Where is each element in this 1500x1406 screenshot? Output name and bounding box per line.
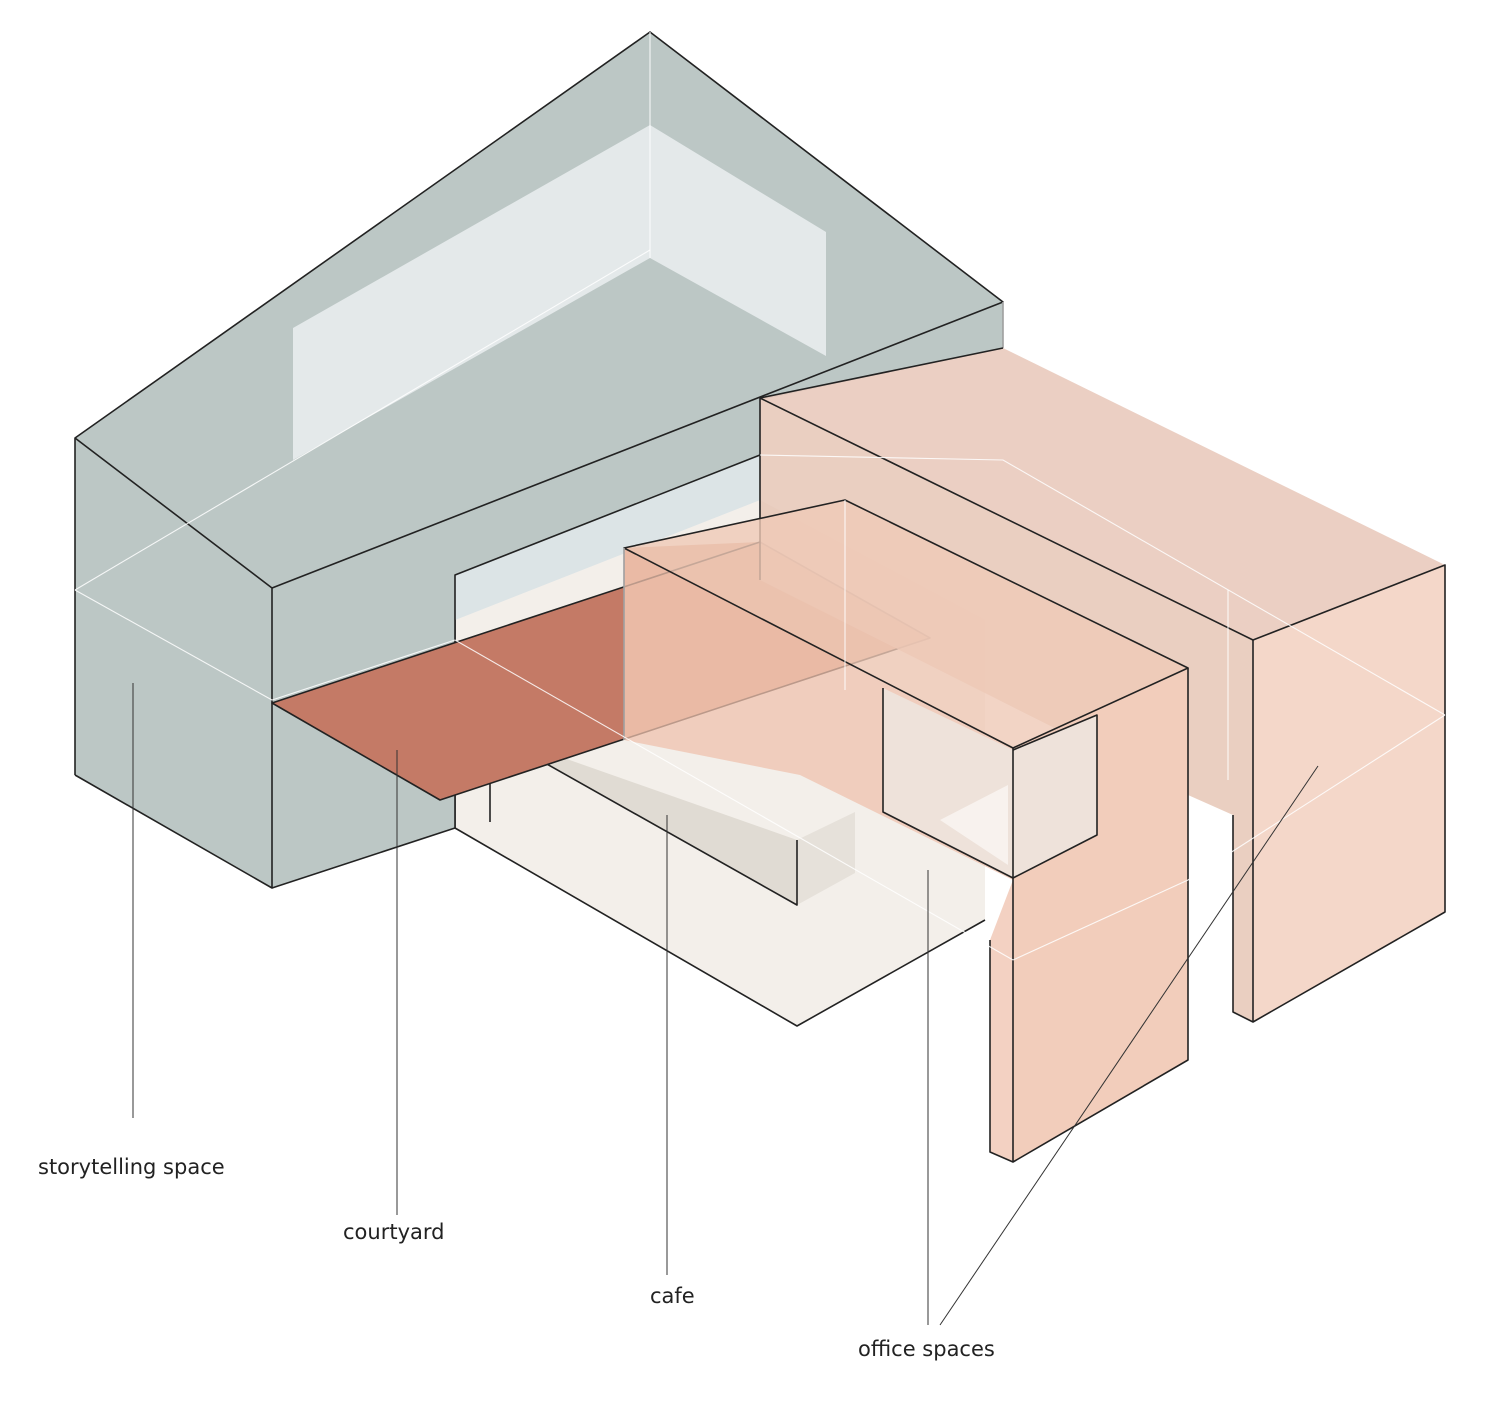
storytelling-base-edge: [271, 827, 456, 889]
storytelling-ridge-edge: [271, 301, 1004, 589]
office-window: [883, 688, 1097, 878]
office-window-edge: [882, 688, 1098, 879]
office-ghost-4: [1012, 714, 1446, 961]
office-rear-end: [1253, 565, 1445, 1022]
storytelling-ghost-line: [74, 589, 456, 701]
leader-lines: [132, 683, 1319, 1326]
cafe-counter-side: [797, 812, 855, 905]
label-courtyard: courtyard: [343, 1220, 445, 1244]
office-front-face: [624, 548, 1013, 1162]
label-cafe: cafe: [650, 1284, 695, 1308]
office-spaces-volume: [454, 347, 1446, 1163]
office-ghost-3: [759, 454, 1446, 716]
office-leg-edge: [989, 940, 1014, 1163]
office-front-top: [624, 500, 1188, 748]
office-ghost-6: [454, 639, 1014, 961]
office-window-inner: [940, 785, 1008, 865]
label-storytelling-space: storytelling space: [38, 1155, 225, 1179]
office-front-end-edge: [1012, 668, 1189, 1163]
storytelling-ghost-line-2: [74, 249, 651, 591]
label-office-spaces: office spaces: [858, 1337, 995, 1361]
storytelling-opening: [455, 455, 760, 620]
storytelling-skylight: [293, 125, 826, 460]
office-rear-top: [760, 348, 1445, 640]
leader-office-2: [939, 765, 1319, 1326]
cafe-floor-edge: [454, 827, 986, 1027]
storytelling-outline-gable: [74, 437, 273, 889]
